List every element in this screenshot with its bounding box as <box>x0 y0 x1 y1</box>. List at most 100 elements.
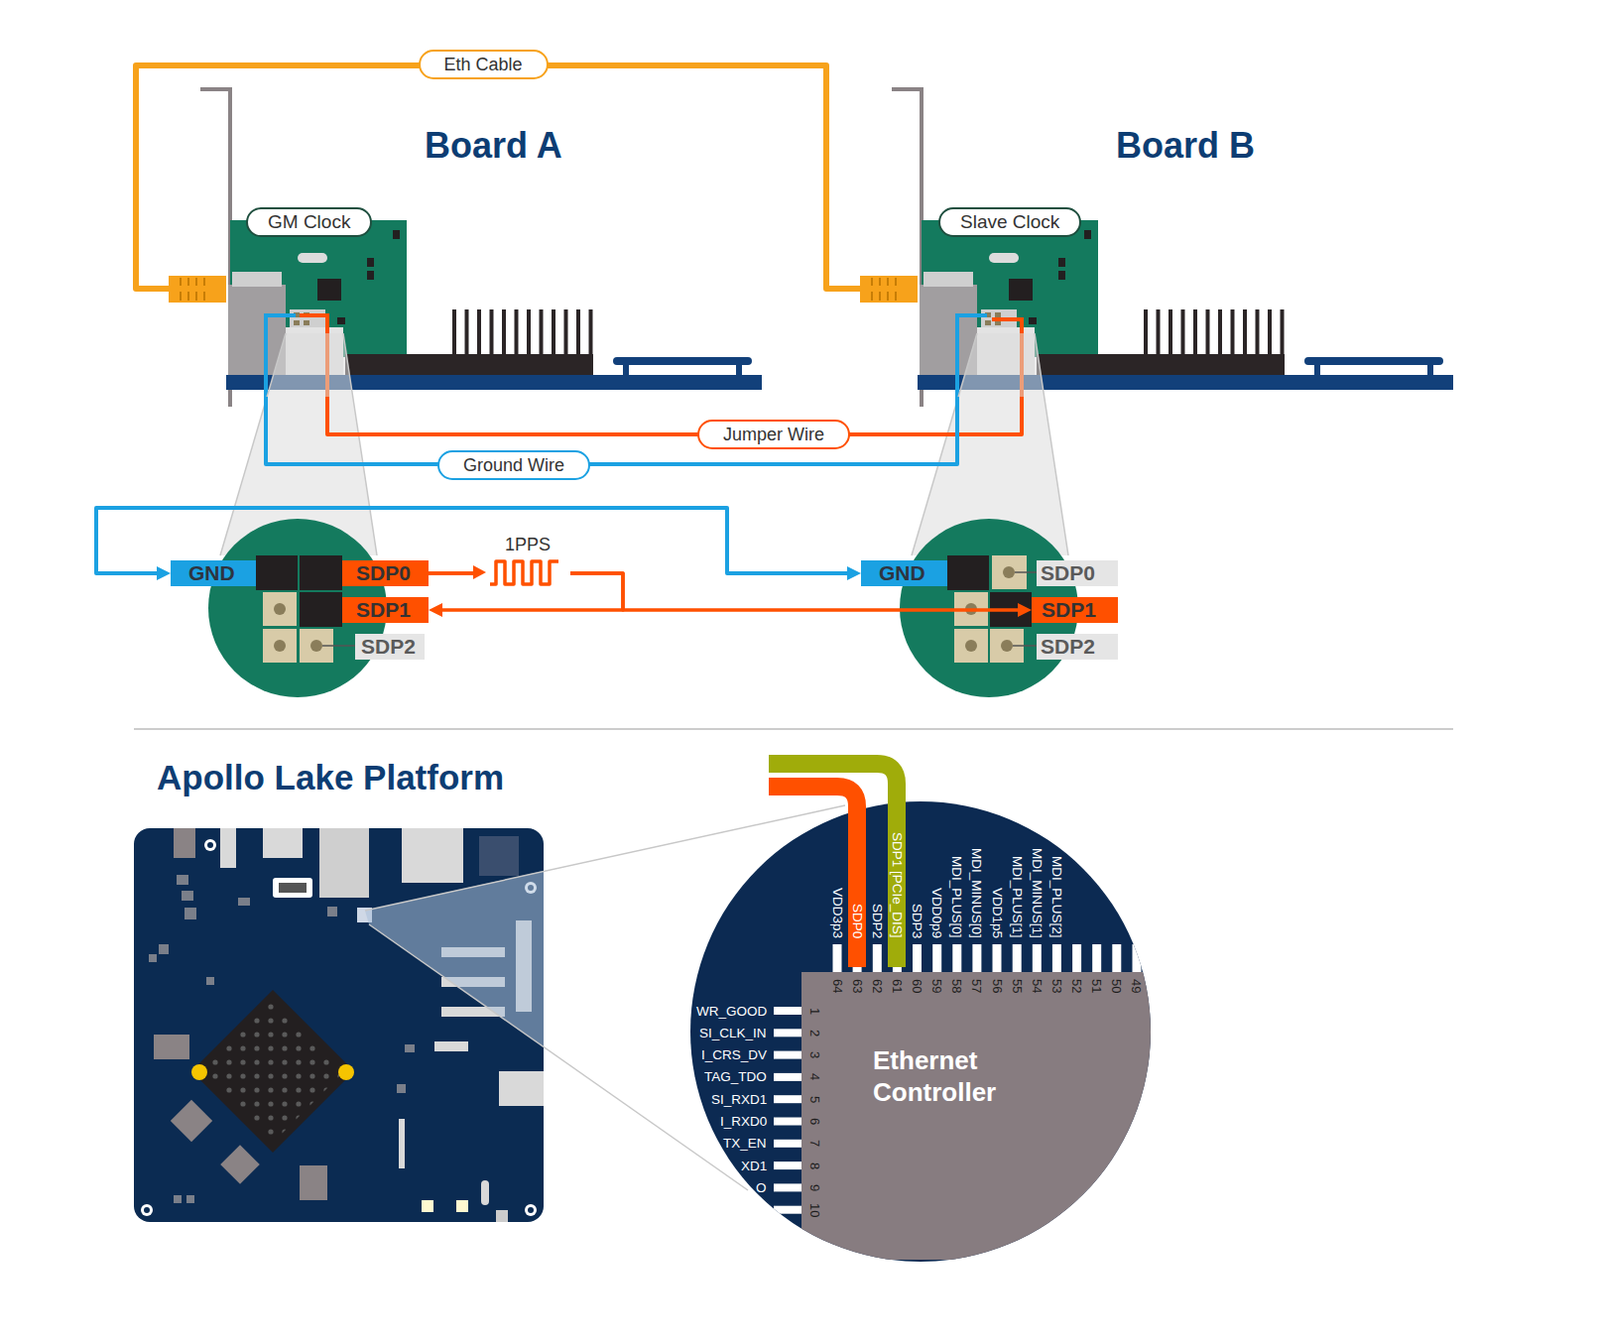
nic-card <box>337 317 346 325</box>
pin-header-zoom <box>299 592 343 627</box>
apollo-board <box>191 989 355 1153</box>
pin-number: 49 <box>1128 979 1144 993</box>
apollo-board <box>204 839 217 852</box>
apollo-board <box>272 877 313 898</box>
chip-zoom <box>768 786 858 968</box>
zoom-cone <box>343 333 377 556</box>
pin-header-zoom <box>273 603 286 616</box>
wire-label: Ground Wire <box>437 450 591 481</box>
pin-tab: SDP0 <box>342 560 429 587</box>
pin-header-zoom <box>310 639 323 652</box>
chip-zoom <box>690 801 1151 1262</box>
board-region: Board BSlave Clock <box>917 117 1456 397</box>
nic-card <box>454 309 592 358</box>
pin-label: SI_CLK_IN <box>699 1025 767 1041</box>
pin-label: SI_RXD1 <box>711 1092 767 1108</box>
apollo-board <box>201 999 345 1143</box>
nic-card <box>576 309 581 358</box>
board-title: Board A <box>424 124 563 167</box>
pin-number: 5 <box>807 1096 823 1104</box>
pin-tab: SDP1 <box>342 597 429 623</box>
pin-label: XD1 <box>740 1158 767 1174</box>
nic-card <box>345 354 594 376</box>
pin-number: 6 <box>807 1117 823 1125</box>
pin-number: 51 <box>1089 979 1105 993</box>
apollo-board <box>238 897 250 906</box>
chip-zoom <box>773 1095 802 1104</box>
board-region: Board A GM Clock <box>226 117 764 397</box>
pin-header-zoom <box>273 639 286 652</box>
wire-connector <box>428 573 623 611</box>
pin-header-zoom <box>255 555 298 591</box>
apollo-board <box>220 1144 260 1185</box>
chip-zoom <box>1032 944 1042 973</box>
apollo-board <box>401 828 464 883</box>
apollo-board <box>434 1041 469 1052</box>
clock-tag: GM Clock <box>246 207 372 238</box>
ethernet-controller: Ethernet Controller <box>801 972 1151 1260</box>
pin-number: 62 <box>869 979 885 993</box>
apollo-board <box>143 1207 150 1214</box>
wire-connector <box>428 561 1024 611</box>
pin-name: SDP1 <box>1031 597 1097 623</box>
pin-name: SDP2 <box>355 633 416 660</box>
apollo-board <box>527 1207 534 1214</box>
chip-zoom <box>992 944 1002 973</box>
apollo-board <box>176 874 189 885</box>
nic-card <box>622 361 629 377</box>
nic-card <box>452 309 457 358</box>
pin-label: SDP1 [PCIe_DIS] <box>889 832 905 939</box>
pin-name: GND <box>170 560 236 587</box>
nic-card <box>293 320 300 326</box>
apollo-board <box>220 828 237 868</box>
apollo-board <box>319 828 370 898</box>
pin-label: TX_EN <box>723 1135 767 1151</box>
pin-number: 54 <box>1029 979 1045 993</box>
pin-number: 3 <box>807 1051 823 1059</box>
apollo-board <box>206 977 215 985</box>
pin-tab: SDP0 <box>1036 560 1118 587</box>
nic-card <box>168 89 762 407</box>
chip-zoom <box>1072 944 1082 973</box>
pin-tab: SDP2 <box>355 633 425 660</box>
pin-number: 52 <box>1069 979 1085 993</box>
apollo-board <box>173 828 196 859</box>
chip-zoom <box>773 1206 802 1215</box>
pin-number: 4 <box>807 1073 823 1081</box>
pin-label: MDI_MINUS[1] <box>1029 848 1045 939</box>
pin-tab: SDP1 <box>1031 597 1118 623</box>
zoom-cone <box>220 333 1069 556</box>
wire-label: Jumper Wire <box>697 419 851 450</box>
pin-label: MDI_MINUS[0] <box>969 848 985 939</box>
apollo-board <box>421 1200 434 1213</box>
nic-card <box>289 309 326 328</box>
chip-zoom <box>1132 944 1142 973</box>
apollo-board <box>396 1084 406 1094</box>
chip-zoom <box>773 1161 802 1170</box>
signal-label: 1PPS <box>501 533 554 556</box>
nic-card <box>551 309 556 358</box>
nic-card <box>539 309 544 358</box>
pin-number: 55 <box>1009 979 1025 993</box>
pin-number: 2 <box>807 1029 823 1037</box>
pin-label: WR_GOOD <box>696 1003 767 1019</box>
chip-zoom <box>768 763 897 968</box>
pin-header-zoom <box>1000 639 1013 652</box>
chip-zoom <box>872 944 882 973</box>
zoom-leader <box>369 924 748 1191</box>
pin-label: MDI_PLUS[0] <box>949 856 965 939</box>
tag-text: Slave Clock <box>960 211 1060 234</box>
pin-name: GND <box>861 560 926 587</box>
chip-zoom <box>932 944 942 973</box>
pin-tab: GND <box>170 560 256 587</box>
pin-name: SDP1 <box>342 597 411 623</box>
divider <box>133 728 1454 731</box>
chip-zoom <box>773 1139 802 1148</box>
chip-zoom <box>972 944 982 973</box>
apollo-board <box>262 828 303 859</box>
nic-card <box>465 309 470 358</box>
clock-tag: Slave Clock <box>938 207 1082 238</box>
chip-zoom <box>952 944 962 973</box>
apollo-board <box>524 1204 537 1217</box>
apollo-board <box>481 1180 490 1206</box>
